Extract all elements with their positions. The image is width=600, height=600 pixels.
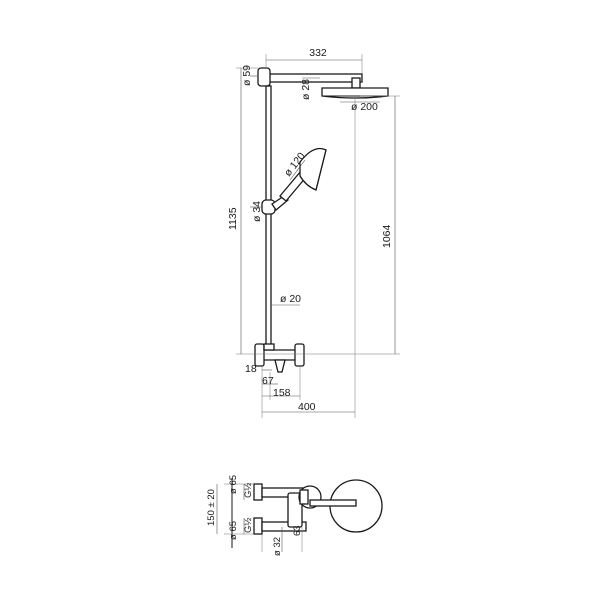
riser-top-elbow — [257, 67, 271, 87]
head-connector — [351, 77, 361, 89]
dim-offset-18: 18 — [245, 363, 257, 375]
bottom-inlet-flange — [253, 517, 263, 535]
slider — [261, 199, 276, 215]
dim-body-depth: 63 — [292, 525, 303, 536]
bottom-inlet-pipe — [261, 521, 307, 532]
dim-head-height: 1064 — [381, 224, 393, 248]
mixer-body-plan — [287, 492, 303, 528]
dim-top-thread: G½ — [243, 483, 254, 498]
dim-inlet-centers: 150 ± 20 — [206, 489, 217, 526]
dim-offset-158: 158 — [273, 387, 291, 399]
shower-arm-plan — [309, 499, 357, 507]
front-view: 332 ø 200 ø 28 ø 59 ø 120 ø 34 ø 20 1135… — [227, 47, 400, 418]
dim-head-diameter: ø 200 — [351, 101, 378, 113]
dim-offset-67: 67 — [262, 375, 274, 387]
dim-body-diameter: ø 32 — [272, 537, 283, 556]
mixer-connector — [263, 343, 275, 351]
dim-slider-diameter: ø 34 — [251, 201, 263, 222]
dim-arm-diameter: ø 28 — [300, 79, 312, 100]
dim-arm-length: 332 — [309, 47, 327, 59]
dim-bottom-thread: G½ — [243, 518, 254, 533]
dim-overall-width: 400 — [298, 401, 316, 413]
mixer-left-knob — [254, 343, 265, 367]
dim-riser-top-diameter: ø 59 — [241, 65, 253, 86]
dim-riser-diameter: ø 20 — [280, 293, 301, 305]
mixer-right-knob — [294, 343, 305, 367]
riser-pipe — [265, 85, 272, 355]
dim-total-height: 1135 — [227, 207, 239, 230]
plan-view: 150 ± 20 ø 65 G½ ø 65 G½ ø 32 63 — [206, 475, 383, 556]
dim-line — [289, 159, 306, 181]
mixer-outlet — [274, 359, 286, 373]
hand-shower-face — [315, 149, 327, 191]
top-inlet-flange — [253, 483, 263, 501]
mixer-knob-connector — [299, 489, 309, 505]
dim-top-flange: ø 65 — [228, 475, 239, 494]
dim-bottom-flange: ø 65 — [228, 521, 239, 540]
